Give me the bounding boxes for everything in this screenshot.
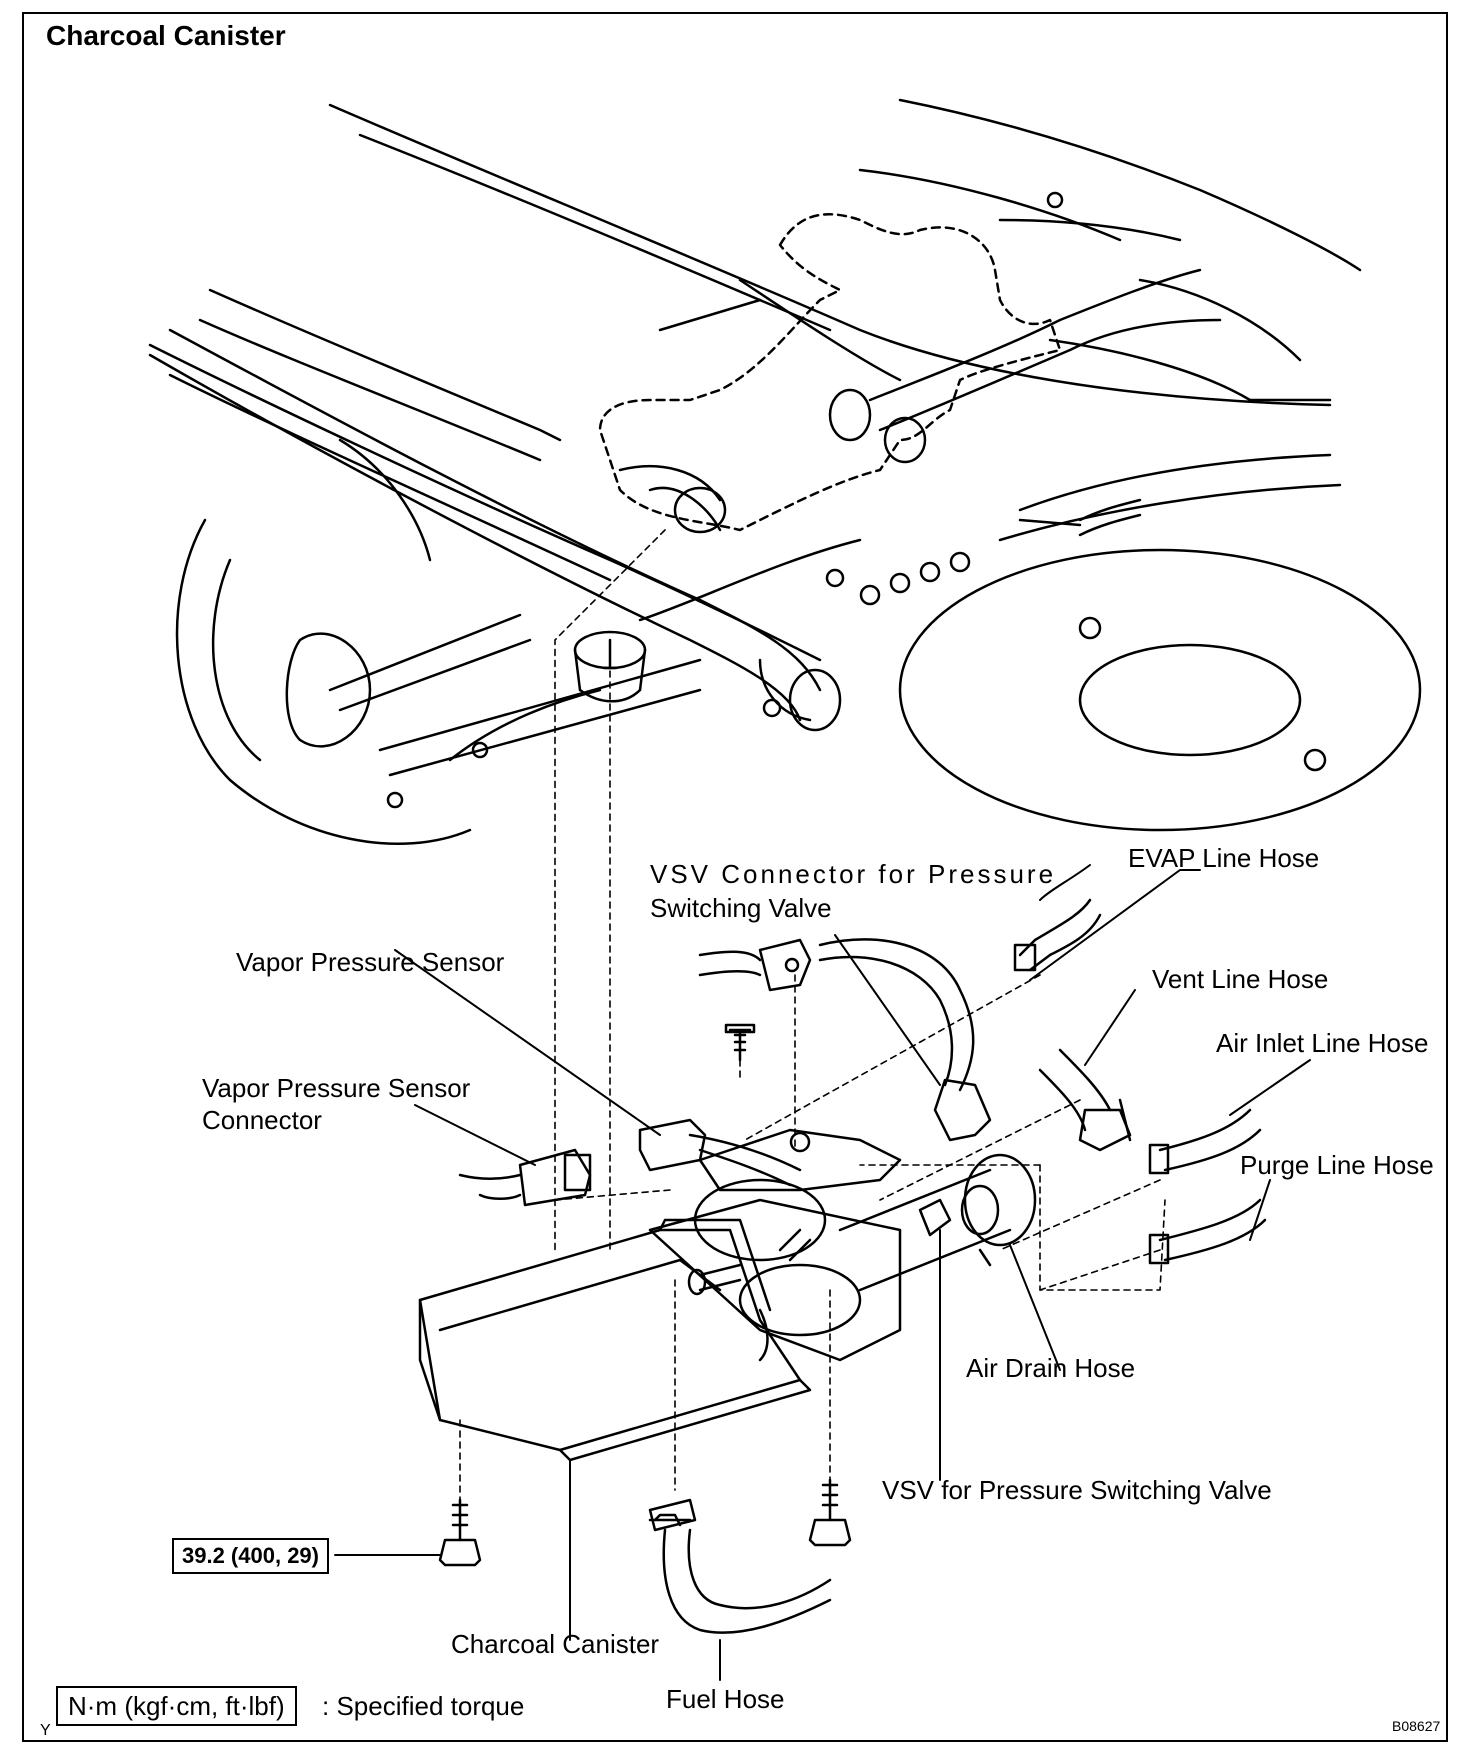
torque-legend-description: : Specified torque	[322, 1691, 525, 1721]
charcoal-canister-assembly	[418, 1118, 1037, 1462]
hoses-and-connectors	[458, 898, 1267, 1634]
purge-line-hose-label: Purge Line Hose	[1240, 1150, 1434, 1180]
figure-frame	[22, 12, 1448, 1742]
vent-line-hose-label: Vent Line Hose	[1152, 964, 1329, 994]
corner-mark: Y	[40, 1722, 51, 1739]
air-drain-hose-label: Air Drain Hose	[966, 1353, 1136, 1383]
vsv-pressure-switching-valve-label: VSV for Pressure Switching Valve	[882, 1475, 1272, 1505]
torque-spec-box: 39.2 (400, 29)	[172, 1538, 329, 1574]
vapor-pressure-sensor-label: Vapor Pressure Sensor	[236, 947, 505, 977]
vsv-connector-label-line1: VSV Connector for Pressure	[650, 859, 1057, 889]
air-inlet-line-hose-label: Air Inlet Line Hose	[1216, 1028, 1429, 1058]
figure-title: Charcoal Canister	[46, 20, 286, 51]
leader-lines	[334, 864, 1311, 1681]
bolts	[438, 1023, 852, 1567]
vapor-pressure-sensor-connector-label-line1: Vapor Pressure Sensor	[202, 1073, 471, 1103]
charcoal-canister-label: Charcoal Canister	[451, 1629, 660, 1659]
figure-code: B08627	[1392, 1718, 1441, 1734]
evap-line-hose-label: EVAP Line Hose	[1128, 843, 1320, 873]
fuel-hose-label: Fuel Hose	[666, 1684, 785, 1714]
torque-unit-legend-box: N·m (kgf·cm, ft·lbf)	[56, 1686, 297, 1726]
vehicle-underbody	[148, 98, 1422, 845]
alignment-guides	[459, 529, 1166, 1501]
vapor-pressure-sensor-connector-label-line2: Connector	[202, 1105, 322, 1135]
vsv-connector-label-line2: Switching Valve	[650, 893, 832, 923]
